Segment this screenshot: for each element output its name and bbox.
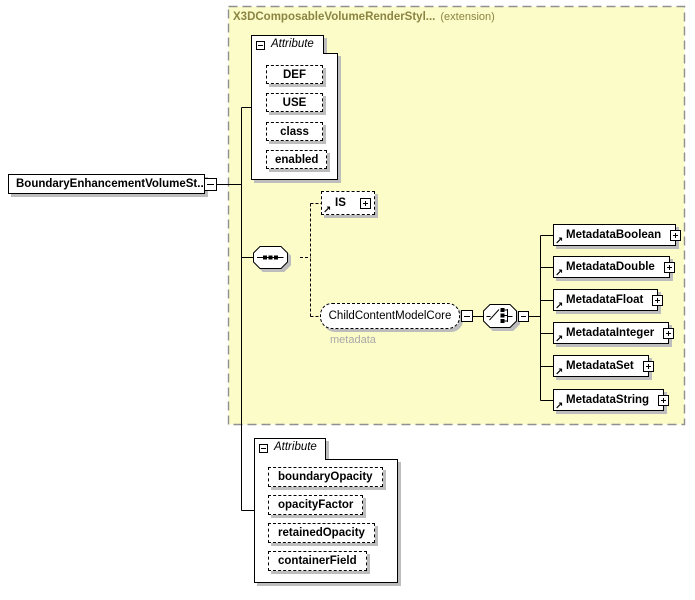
metadatainteger-expand-toggle[interactable]: [663, 327, 675, 339]
element-metadatadouble-label: MetadataDouble: [566, 261, 655, 273]
metadataset-expand-toggle[interactable]: [642, 360, 654, 372]
attribute-containerfield[interactable]: containerField: [268, 551, 367, 571]
attribute-opacityfactor[interactable]: opacityFactor: [268, 495, 364, 515]
attribute-class-label: class: [280, 125, 309, 138]
element-metadatainteger[interactable]: ↗ MetadataInteger: [553, 322, 675, 345]
attribute-use-label: USE: [282, 96, 307, 109]
reference-arrow-icon: ↗: [323, 205, 332, 216]
connector-lines: [217, 107, 553, 511]
reference-arrow-icon: ↗: [555, 301, 564, 312]
root-collapse-toggle[interactable]: [204, 178, 217, 191]
element-is[interactable]: ↗ IS: [321, 191, 375, 216]
element-boundaryenhancementvolumestyle[interactable]: BoundaryEnhancementVolumeSt...: [8, 174, 207, 194]
attribute-opacityfactor-label: opacityFactor: [278, 499, 354, 511]
reference-arrow-icon: ↗: [555, 334, 564, 345]
choice-icon-switch: [489, 309, 500, 321]
attribute-def-label: DEF: [283, 68, 306, 81]
groupref-annotation: metadata: [330, 334, 376, 346]
reference-arrow-icon: ↗: [555, 401, 564, 412]
attribute-boundaryopacity-label: boundaryOpacity: [278, 471, 373, 483]
metadatastring-expand-toggle[interactable]: [658, 394, 670, 406]
attribute-use[interactable]: USE: [266, 93, 323, 112]
attribute-class[interactable]: class: [266, 122, 323, 141]
sequence-icon-dot: [268, 255, 273, 260]
choice-icon-dot: [500, 308, 505, 312]
extension-title: X3DComposableVolumeRenderStyl... (extensi…: [233, 11, 495, 23]
group-childcontentmodelcore[interactable]: ChildContentModelCore: [320, 303, 460, 329]
reference-arrow-icon: ↗: [555, 236, 564, 247]
attribute-group-bottom-label: Attribute: [274, 441, 317, 453]
group-childcontentmodelcore-label: ChildContentModelCore: [328, 310, 452, 322]
attribute-enabled[interactable]: enabled: [266, 150, 328, 169]
choice-icon[interactable]: [483, 304, 520, 331]
choice-icon-dot: [500, 319, 505, 323]
metadataboolean-expand-toggle[interactable]: [670, 229, 682, 241]
element-metadataset[interactable]: ↗ MetadataSet: [553, 355, 654, 378]
optional-connector-lines: [300, 203, 321, 317]
element-metadatafloat-label: MetadataFloat: [566, 294, 644, 306]
is-expand-toggle[interactable]: [360, 197, 371, 209]
element-metadataboolean[interactable]: ↗ MetadataBoolean: [553, 224, 682, 247]
attribute-boundaryopacity[interactable]: boundaryOpacity: [268, 467, 383, 487]
is-element-label: IS: [335, 197, 346, 209]
element-metadataset-label: MetadataSet: [566, 360, 634, 372]
element-metadatastring-label: MetadataString: [566, 394, 650, 406]
choice-icon-bar: [507, 309, 513, 322]
attribute-group-top-collapse-toggle[interactable]: [256, 41, 265, 50]
metadatafloat-expand-toggle[interactable]: [652, 294, 664, 306]
reference-arrow-icon: ↗: [555, 268, 564, 279]
sequence-icon-dot: [274, 255, 278, 260]
element-metadatastring[interactable]: ↗ MetadataString: [553, 389, 670, 412]
element-metadatadouble[interactable]: ↗ MetadataDouble: [553, 256, 675, 279]
sequence-icon-dot: [263, 255, 267, 260]
attribute-containerfield-label: containerField: [278, 555, 357, 567]
element-metadatafloat[interactable]: ↗ MetadataFloat: [553, 289, 664, 312]
attribute-def[interactable]: DEF: [266, 65, 323, 84]
element-metadataboolean-label: MetadataBoolean: [566, 229, 662, 241]
reference-arrow-icon: ↗: [555, 367, 564, 378]
metadatadouble-expand-toggle[interactable]: [663, 261, 675, 273]
choice-collapse-toggle[interactable]: [518, 311, 529, 322]
choice-icon-dot: [500, 313, 505, 318]
groupref-collapse-toggle[interactable]: [461, 310, 473, 322]
attribute-retainedopacity[interactable]: retainedOpacity: [268, 523, 375, 543]
extension-base-type: X3DComposableVolumeRenderStyl...: [233, 11, 436, 23]
element-metadatainteger-label: MetadataInteger: [566, 327, 655, 339]
attribute-group-bottom-collapse-toggle[interactable]: [259, 444, 268, 453]
root-element-label: BoundaryEnhancementVolumeSt...: [16, 178, 207, 190]
attribute-enabled-label: enabled: [275, 153, 319, 166]
extension-suffix: (extension): [440, 11, 495, 23]
attribute-group-top-label: Attribute: [271, 38, 314, 50]
choice-icon-body: [483, 304, 517, 328]
sequence-icon[interactable]: [253, 246, 291, 272]
attribute-retainedopacity-label: retainedOpacity: [278, 527, 365, 539]
